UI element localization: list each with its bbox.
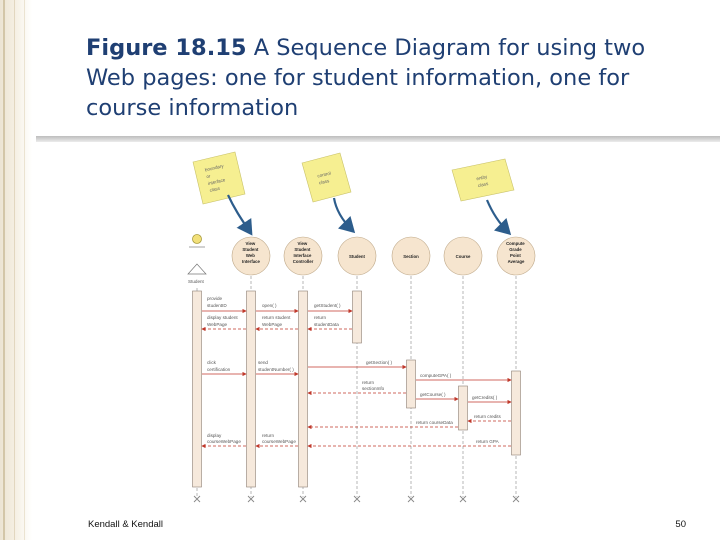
svg-text:Student: Student <box>349 254 366 259</box>
svg-text:View Student Inter: View Student Interface Controller <box>293 241 314 264</box>
svg-text:getSection( ): getSection( ) <box>366 360 393 365</box>
svg-text:return GPA: return GPA <box>476 439 500 444</box>
note-control-class: control class <box>301 152 352 203</box>
svg-text:return credits: return credits <box>474 414 502 419</box>
slide-title: Figure 18.15 A Sequence Diagram for usin… <box>86 33 686 123</box>
note-boundary-class: boundary or interface class <box>192 151 246 205</box>
svg-text:return courseData: return courseData <box>416 420 453 425</box>
lifeline-head-view-web: View Student Web Interface <box>231 236 271 276</box>
note-entity-class: entity class <box>451 158 515 202</box>
figure-caption: A Sequence Diagram for using two Web pag… <box>86 35 646 121</box>
svg-text:Course: Course <box>456 254 471 259</box>
actor-student: Student <box>187 234 207 284</box>
svg-text:getCourse( ): getCourse( ) <box>420 392 446 397</box>
svg-text:Section: Section <box>403 254 419 259</box>
lifeline-head-course: Course <box>443 236 483 276</box>
note-arrow-control <box>332 197 356 234</box>
activation-bars <box>192 290 521 488</box>
svg-text:getStudent( ): getStudent( ) <box>314 303 341 308</box>
svg-text:View Student Web: View Student Web Interface <box>242 241 261 264</box>
left-border-decoration <box>0 0 32 540</box>
note-control-text: control class <box>317 170 334 185</box>
lifeline-end-markers <box>193 495 520 503</box>
lifeline-head-view-controller: View Student Interface Controller <box>283 236 323 276</box>
title-divider <box>36 136 720 142</box>
lifeline-head-compute-gpa: Compute Grade Point Average <box>496 236 536 276</box>
footer-author: Kendall & Kendall <box>88 519 163 530</box>
svg-text:Compute Grade Poin: Compute Grade Point Average <box>506 241 526 264</box>
svg-text:computeGPA( ): computeGPA( ) <box>420 373 452 378</box>
message-arrows <box>201 308 512 449</box>
note-boundary-text: boundary or interface class <box>204 163 230 193</box>
note-entity-text: entity class <box>476 174 491 188</box>
lifeline-head-student: Student <box>337 236 377 276</box>
actor-label: Student <box>188 279 205 284</box>
page-number: 50 <box>675 519 686 530</box>
note-arrow-entity <box>485 199 512 236</box>
svg-text:open( ): open( ) <box>262 303 277 308</box>
lifeline-head-section: Section <box>391 236 431 276</box>
figure-number: Figure 18.15 <box>86 35 247 61</box>
svg-text:getCredits( ): getCredits( ) <box>472 395 498 400</box>
note-arrow-boundary <box>227 194 253 236</box>
